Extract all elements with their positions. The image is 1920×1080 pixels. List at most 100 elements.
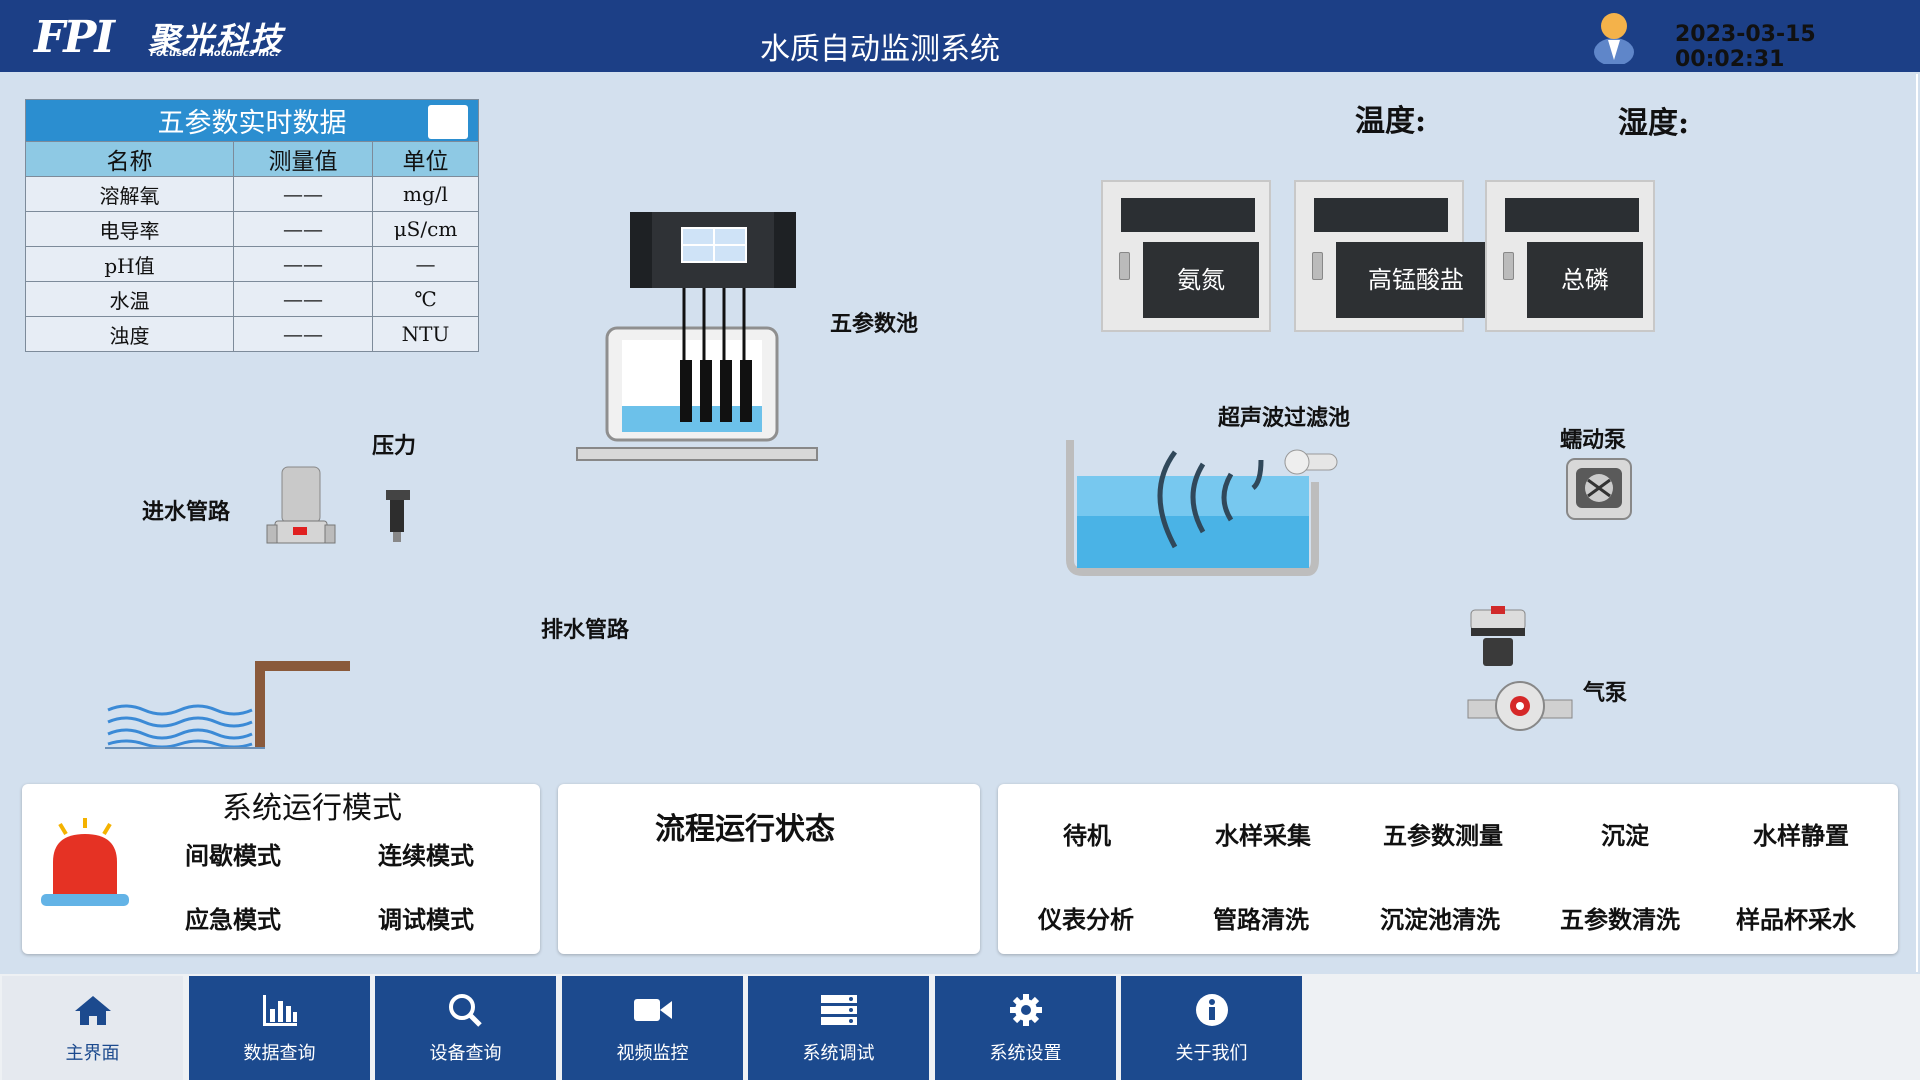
flow-status-title: 流程运行状态	[655, 812, 835, 847]
analyzer-screen	[1314, 198, 1448, 232]
bar-chart-icon	[260, 991, 300, 1029]
analyzer-handle	[1503, 252, 1514, 280]
step-sedimentation: 沉淀	[1601, 821, 1649, 850]
alarm-light-icon	[41, 818, 129, 906]
table-row: 水温——℃	[25, 281, 479, 317]
nav-label: 系统调试	[802, 1043, 875, 1064]
step-sample-standing: 水样静置	[1753, 821, 1849, 850]
step-standby: 待机	[1063, 821, 1111, 850]
drain-pipe-label: 排水管路	[541, 617, 630, 643]
analyzer-label: 高锰酸盐	[1336, 242, 1496, 318]
nav-video-monitor[interactable]: 视频监控	[562, 976, 743, 1080]
nav-label: 设备查询	[429, 1043, 502, 1064]
gear-icon	[1008, 991, 1044, 1029]
param-value: ——	[233, 246, 373, 282]
run-mode-title: 系统运行模式	[222, 791, 402, 826]
datetime-display: 2023-03-15 00:02:31	[1675, 22, 1816, 72]
mode-emergency[interactable]: 应急模式	[185, 905, 281, 934]
info-icon	[1194, 991, 1230, 1029]
five-param-pool-label: 五参数池	[830, 311, 919, 337]
nav-label: 关于我们	[1175, 1043, 1248, 1064]
analyzer-handle	[1119, 252, 1130, 280]
five-param-pool-icon[interactable]	[570, 210, 830, 465]
table-row: pH值———	[25, 246, 479, 282]
table-row: 电导率——μS/cm	[25, 211, 479, 247]
search-icon	[446, 991, 486, 1029]
table-title-cell: 五参数实时数据	[25, 99, 479, 142]
ultrasonic-pool-label: 超声波过滤池	[1218, 405, 1351, 431]
step-instrument-analysis: 仪表分析	[1038, 905, 1134, 934]
param-value: ——	[233, 281, 373, 317]
nav-home[interactable]: 主界面	[2, 976, 183, 1080]
video-camera-icon	[632, 991, 674, 1029]
user-avatar-icon[interactable]	[1592, 8, 1636, 64]
step-sediment-tank-cleaning: 沉淀池清洗	[1380, 905, 1500, 934]
air-pump-label: 气泵	[1583, 680, 1628, 706]
column-header: 名称	[25, 141, 234, 177]
column-header: 单位	[372, 141, 479, 177]
param-name: 浊度	[25, 316, 234, 352]
drain-outlet-icon	[105, 661, 350, 749]
five-param-table: 五参数实时数据 名称 测量值 单位 溶解氧——mg/l 电导率——μS/cm p…	[25, 99, 479, 352]
nav-label: 视频监控	[616, 1043, 689, 1064]
air-pump-icon[interactable]	[1466, 678, 1574, 732]
column-header: 测量值	[233, 141, 373, 177]
analyzer-screen	[1121, 198, 1255, 232]
nav-label: 主界面	[65, 1043, 120, 1064]
table-toggle-button[interactable]	[428, 105, 468, 139]
process-steps-panel	[998, 784, 1898, 954]
ammonia-analyzer[interactable]: 氨氮	[1101, 180, 1271, 332]
nav-label: 数据查询	[243, 1043, 316, 1064]
permanganate-analyzer[interactable]: 高锰酸盐	[1294, 180, 1496, 332]
nav-system-settings[interactable]: 系统设置	[935, 976, 1116, 1080]
step-five-param-cleaning: 五参数清洗	[1560, 905, 1680, 934]
step-five-param-measure: 五参数测量	[1383, 821, 1503, 850]
mode-continuous[interactable]: 连续模式	[378, 841, 474, 870]
peristaltic-pump-icon[interactable]	[1566, 458, 1632, 520]
param-unit: —	[372, 246, 479, 282]
param-name: 水温	[25, 281, 234, 317]
peristaltic-pump-label: 蠕动泵	[1560, 427, 1627, 453]
param-unit: ℃	[372, 281, 479, 317]
param-value: ——	[233, 316, 373, 352]
step-sample-cup-filling: 样品杯采水	[1736, 905, 1856, 934]
analyzer-label: 总磷	[1527, 242, 1643, 318]
inlet-valve-icon[interactable]	[265, 465, 337, 551]
step-pipe-cleaning: 管路清洗	[1213, 905, 1309, 934]
air-valve-icon[interactable]	[1465, 606, 1531, 668]
nav-label: 系统设置	[989, 1043, 1062, 1064]
table-row: 浊度——NTU	[25, 316, 479, 352]
company-name-en: Focused Photonics Inc.	[150, 48, 279, 59]
pressure-sensor-icon[interactable]	[384, 490, 414, 542]
home-icon	[73, 991, 113, 1029]
nav-data-query[interactable]: 数据查询	[189, 976, 370, 1080]
humidity-label: 湿度:	[1618, 106, 1690, 141]
mode-debug[interactable]: 调试模式	[378, 905, 474, 934]
pressure-label: 压力	[372, 433, 417, 459]
temperature-label: 温度:	[1355, 104, 1427, 139]
param-unit: mg/l	[372, 176, 479, 212]
mode-intermittent[interactable]: 间歇模式	[185, 841, 281, 870]
analyzer-handle	[1312, 252, 1323, 280]
nav-about-us[interactable]: 关于我们	[1121, 976, 1302, 1080]
param-unit: NTU	[372, 316, 479, 352]
inlet-pipe-label: 进水管路	[142, 499, 231, 525]
param-value: ——	[233, 176, 373, 212]
page-title: 水质自动监测系统	[760, 32, 1000, 67]
param-unit: μS/cm	[372, 211, 479, 247]
flow-status-panel	[558, 784, 980, 954]
param-name: 溶解氧	[25, 176, 234, 212]
table-row: 溶解氧——mg/l	[25, 176, 479, 212]
total-phosphorus-analyzer[interactable]: 总磷	[1485, 180, 1655, 332]
param-name: pH值	[25, 246, 234, 282]
ultrasonic-filter-pool-icon[interactable]	[1065, 432, 1345, 577]
analyzer-label: 氨氮	[1143, 242, 1259, 318]
server-icon	[819, 991, 859, 1029]
company-logo: FPI	[34, 12, 115, 63]
company-name: 聚光科技	[148, 20, 285, 58]
param-value: ——	[233, 211, 373, 247]
nav-system-debug[interactable]: 系统调试	[748, 976, 929, 1080]
analyzer-screen	[1505, 198, 1639, 232]
param-name: 电导率	[25, 211, 234, 247]
nav-device-query[interactable]: 设备查询	[375, 976, 556, 1080]
